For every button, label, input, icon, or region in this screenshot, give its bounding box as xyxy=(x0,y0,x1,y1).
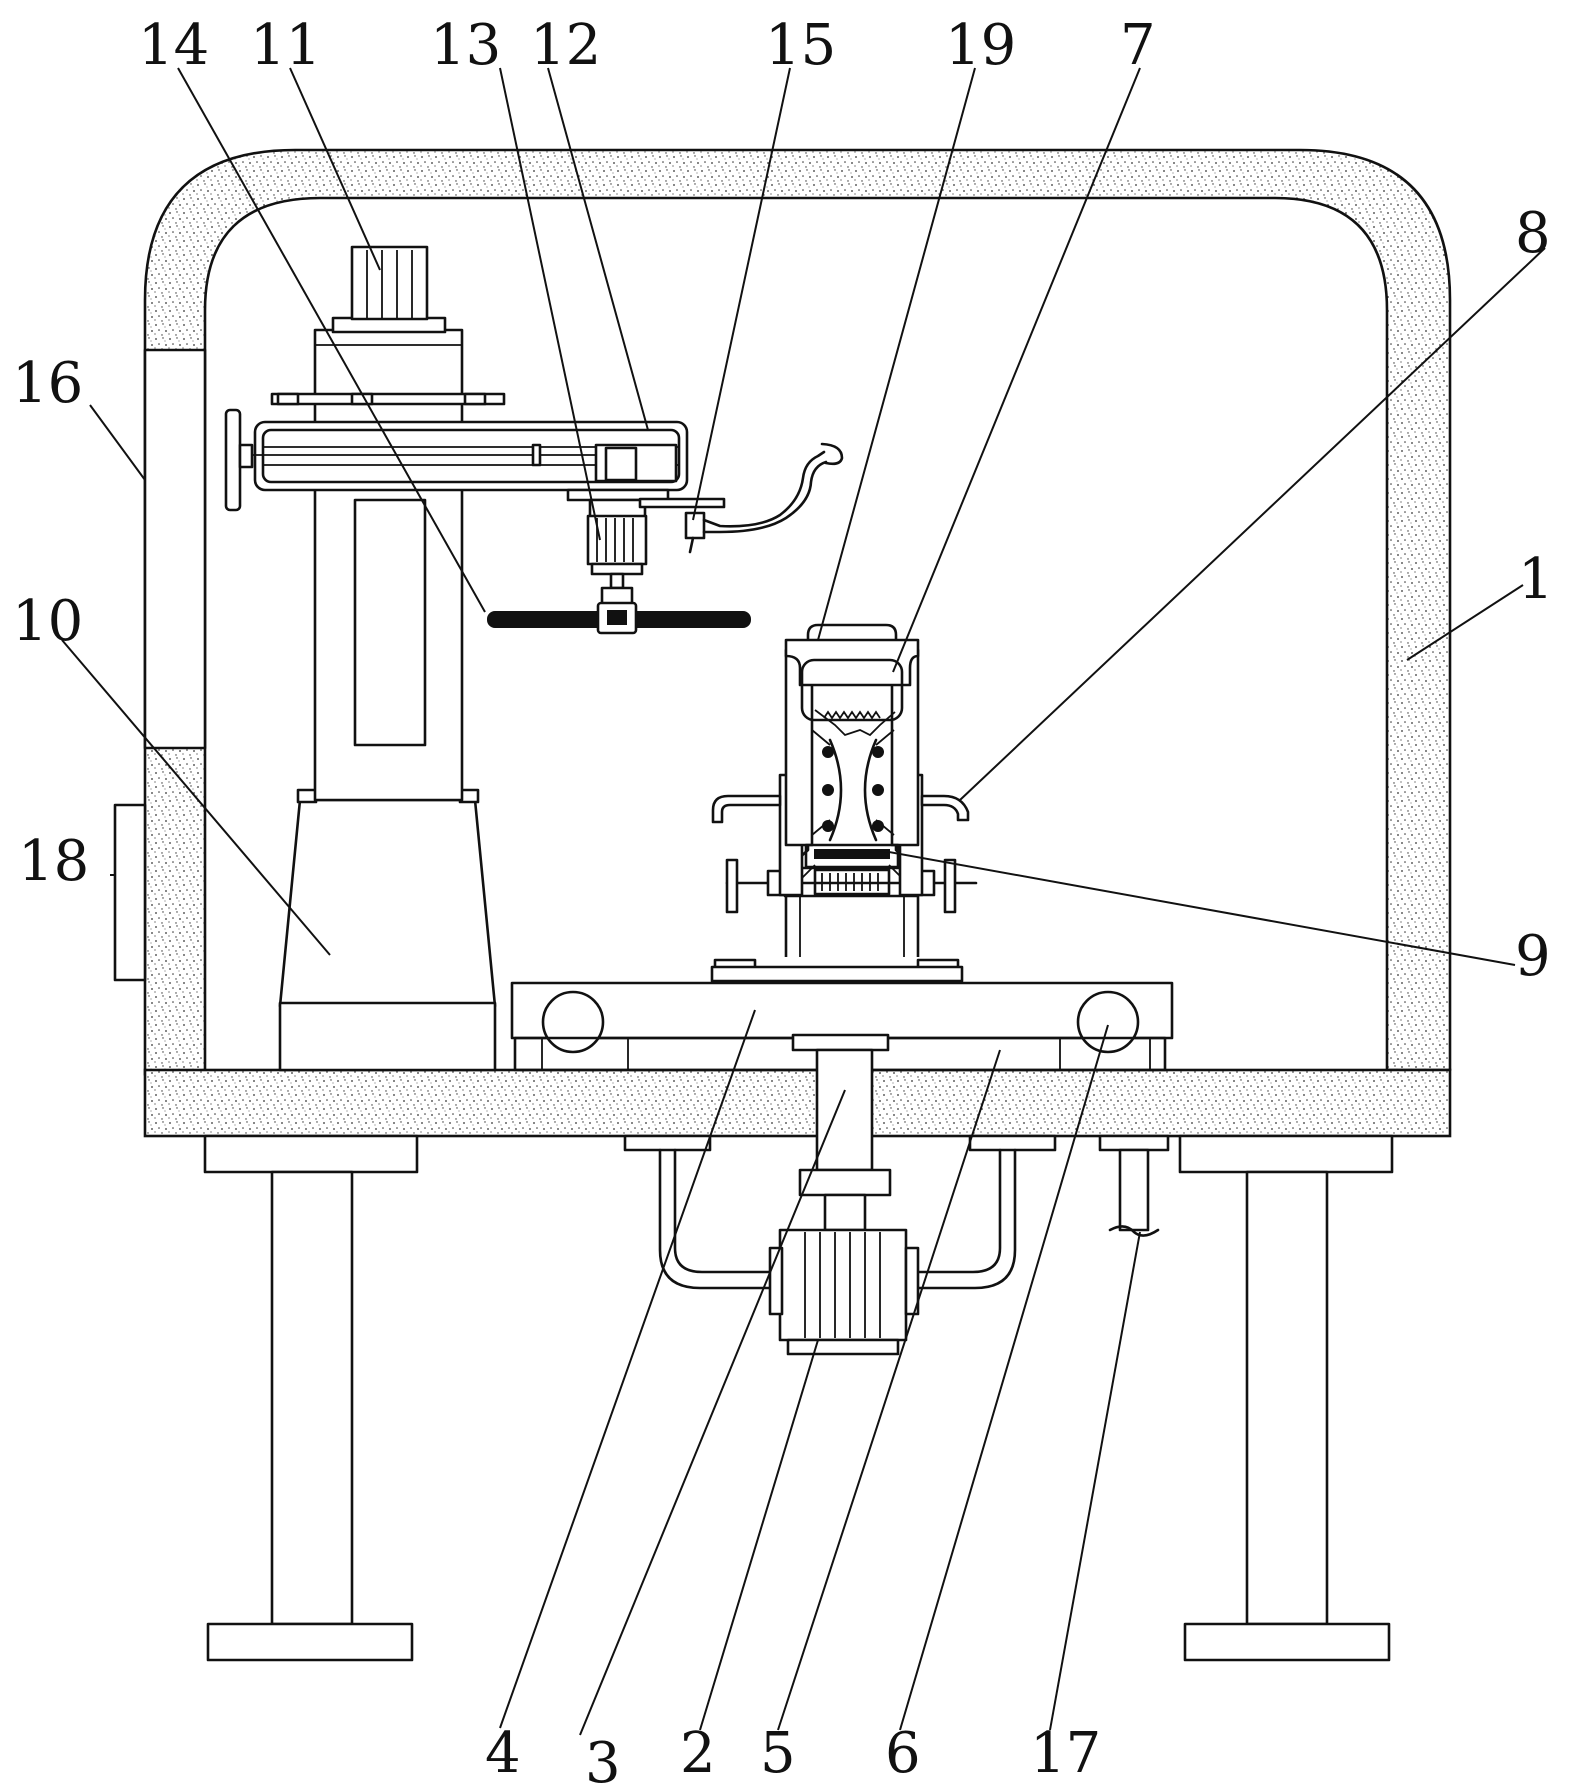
drive-motor-lower xyxy=(778,1228,908,1342)
label-6: 6 xyxy=(885,1721,921,1786)
drive-motor xyxy=(350,245,429,321)
label-10: 10 xyxy=(12,589,83,654)
label-13: 13 xyxy=(430,13,501,78)
housing-frame xyxy=(113,148,1452,1138)
side-window xyxy=(143,348,207,750)
label-7: 7 xyxy=(1120,13,1156,78)
label-3: 3 xyxy=(585,1731,621,1792)
label-16: 16 xyxy=(12,351,83,416)
label-2: 2 xyxy=(680,1721,716,1786)
label-19: 19 xyxy=(945,13,1016,78)
leader-lines xyxy=(61,67,1546,1736)
legs xyxy=(203,1134,1394,1662)
label-14: 14 xyxy=(138,13,209,78)
right-roller xyxy=(1076,990,1140,1054)
label-11: 11 xyxy=(250,13,321,78)
label-12: 12 xyxy=(530,13,601,78)
base-plate xyxy=(143,1068,1452,1138)
control-box xyxy=(113,803,147,982)
column-assembly xyxy=(278,245,497,1072)
drive-shaft-assembly xyxy=(623,1048,1170,1356)
label-17: 17 xyxy=(1030,1721,1101,1786)
label-4: 4 xyxy=(485,1721,521,1786)
label-9: 9 xyxy=(1515,924,1551,989)
label-15: 15 xyxy=(765,13,836,78)
cutting-head xyxy=(487,514,751,635)
label-1: 1 xyxy=(1518,547,1554,612)
reference-numerals: 14 11 13 12 15 19 7 8 16 1 10 18 9 4 3 2… xyxy=(12,13,1554,1792)
clamp-assembly xyxy=(710,623,978,983)
label-18: 18 xyxy=(18,829,89,894)
left-roller xyxy=(541,990,605,1054)
frame-arch xyxy=(143,148,1452,1077)
label-8: 8 xyxy=(1515,201,1551,266)
label-5: 5 xyxy=(760,1721,796,1786)
